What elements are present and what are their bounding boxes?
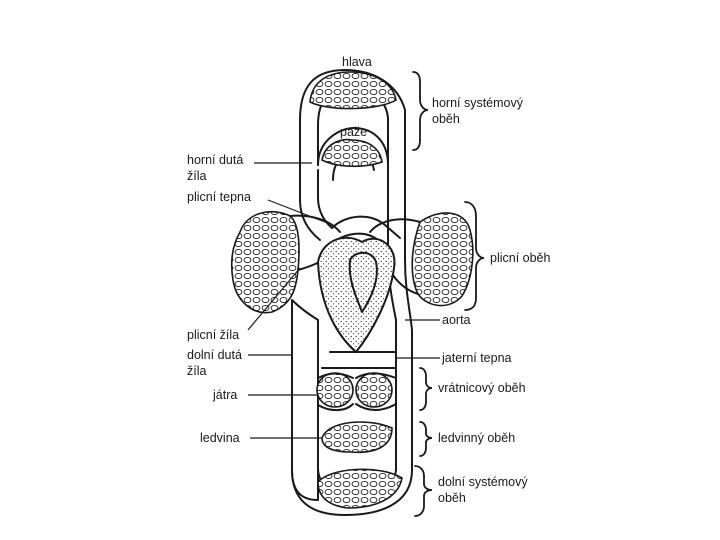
circuit-horni-2: oběh	[432, 112, 460, 126]
leader-lines	[247, 162, 440, 439]
liver-capillary-right	[355, 372, 393, 408]
right-lung	[411, 212, 474, 307]
kidney-capillaries	[321, 421, 393, 454]
bracket-ledvinny	[419, 421, 433, 457]
label-horni-duta-2: žíla	[187, 169, 207, 183]
circuit-vratnicovy: vrátnicový oběh	[438, 381, 526, 395]
bracket-horni	[412, 71, 429, 151]
label-hlava: hlava	[342, 55, 372, 69]
bracket-plicni	[464, 201, 485, 311]
labels: hlava paže horní dutá žíla plicní tepna …	[187, 55, 551, 505]
label-horni-duta-1: horní dutá	[187, 153, 243, 167]
lower-capillaries	[317, 468, 403, 509]
inferior-vena-cava	[291, 299, 319, 501]
label-plicni-zila: plicní žíla	[187, 328, 239, 342]
circuit-plicni: plicní oběh	[490, 251, 551, 265]
left-lung	[230, 210, 300, 314]
lower-loop	[291, 469, 413, 516]
bracket-dolni	[414, 465, 433, 517]
label-paze: paže	[340, 125, 367, 139]
head-loop	[299, 69, 406, 201]
label-dolni-duta-1: dolní dutá	[187, 348, 242, 362]
superior-vena-cava	[299, 164, 321, 241]
label-aorta: aorta	[442, 313, 471, 327]
liver-capillary-left	[316, 372, 354, 408]
pulmonary-artery	[331, 215, 401, 239]
arm-capillaries	[321, 138, 383, 168]
aorta-vessel	[404, 199, 413, 471]
head-capillaries	[309, 71, 397, 110]
bracket-vratnicovy	[419, 367, 433, 411]
label-dolni-duta-2: žíla	[187, 364, 207, 378]
label-plicni-tepna: plicní tepna	[187, 190, 251, 204]
label-ledvina: ledvina	[200, 431, 240, 445]
circuit-ledvinny: ledvinný oběh	[438, 431, 515, 445]
vessel-network	[230, 69, 474, 516]
label-jaterni-tepna: jaterní tepna	[441, 351, 512, 365]
circuit-dolni-1: dolní systémový	[438, 475, 528, 489]
circuit-dolni-2: oběh	[438, 491, 466, 505]
circuit-horni-1: horní systémový	[432, 96, 524, 110]
label-jatra: játra	[212, 388, 237, 402]
circuit-brackets	[412, 71, 485, 517]
arm-loop	[317, 127, 389, 166]
